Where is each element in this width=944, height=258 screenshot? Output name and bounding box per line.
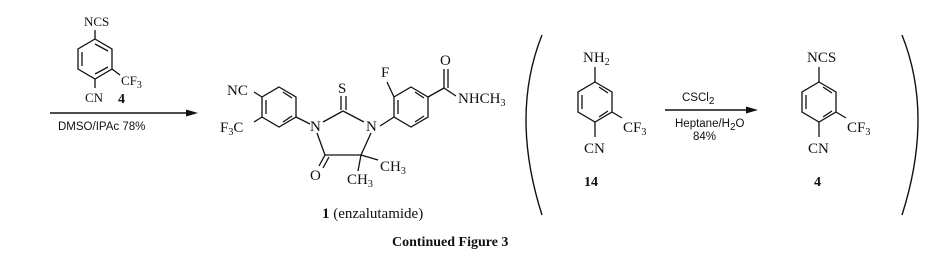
methyl-label-2: CH3 (380, 159, 406, 177)
fluoro-label: F (381, 65, 389, 81)
cn-group-label: CN (85, 90, 104, 105)
right-parenthesis (901, 34, 919, 216)
nitrile-label: NC (227, 83, 248, 99)
enzalutamide-structure: NC F3C N N S O CH3 CH3 F O NHCH3 (220, 53, 506, 190)
ncs-group-label: NCS (84, 14, 109, 29)
reaction-arrow-2 (665, 106, 758, 114)
amide-label: NHCH3 (458, 91, 506, 109)
arrow-2-conditions: Heptane/H2O (675, 118, 745, 133)
compound-14-structure: NH2 CF3 CN 14 (577, 50, 646, 190)
product-4-structure: NCS CF3 CN 4 (801, 50, 870, 190)
left-nitrogen-label: N (310, 119, 321, 135)
thione-s-label: S (338, 81, 346, 97)
reaction-arrow-1 (50, 109, 198, 117)
left-aryl-ring (261, 86, 297, 128)
compound-label-14: 14 (584, 175, 598, 190)
ncs-group-label: NCS (807, 50, 836, 66)
amine-label: NH2 (583, 50, 610, 68)
figure-caption: Continued Figure 3 (392, 235, 508, 250)
right-nitrogen-label: N (366, 119, 377, 135)
cn-group-label: CN (584, 141, 605, 157)
right-aryl-ring (393, 86, 429, 128)
compound-label-4: 4 (118, 92, 125, 107)
compound-label-4-product: 4 (814, 175, 821, 190)
left-parenthesis (525, 34, 543, 216)
carbonyl-o-label: O (310, 168, 321, 184)
benzene-ring (77, 38, 113, 80)
product-cf3-label: F3C (220, 120, 243, 138)
reagent-4-structure: NCS CF3 CN 4 (77, 14, 142, 107)
product-label: 1 (enzalutamide) (322, 206, 423, 222)
cf3-group-label: CF3 (623, 120, 646, 138)
cf3-group-label: CF3 (847, 120, 870, 138)
amide-o-label: O (440, 53, 451, 69)
arrow-2-yield: 84% (693, 131, 716, 143)
benzene-ring (801, 81, 837, 123)
cn-group-label: CN (808, 141, 829, 157)
methyl-label: CH3 (347, 172, 373, 190)
arrow-1-conditions: DMSO/IPAc 78% (58, 121, 145, 133)
benzene-ring (577, 81, 613, 123)
cf3-group-label: CF3 (121, 73, 142, 91)
arrow-2-reagent: CSCl2 (682, 92, 715, 107)
